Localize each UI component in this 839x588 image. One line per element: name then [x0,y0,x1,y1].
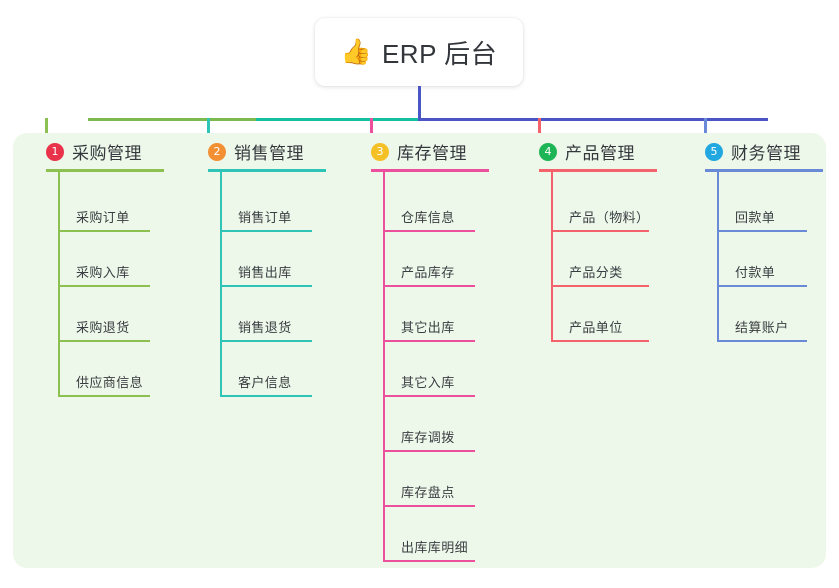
branch-leaf-label: 销售退货 [238,320,292,335]
branch-leaf-label: 产品分类 [569,265,623,280]
branch-leaf-label: 采购退货 [76,320,130,335]
branch-leaf-item[interactable]: 结算账户 [717,314,807,342]
branch-leaf-rule [58,285,150,287]
branch-leaf-rule [383,230,475,232]
branch-leaf-label: 采购订单 [76,210,130,225]
branch-leaf-item[interactable]: 仓库信息 [383,204,475,232]
branch-leaf-label: 库存调拨 [401,430,455,445]
connector-bar-segment-left [88,118,258,121]
branch-number-badge: 1 [46,142,64,161]
branch-leaf-rule [220,395,312,397]
branch-leaf-item[interactable]: 其它出库 [383,314,475,342]
connector-bar-segment-mid [256,118,420,121]
branch-header-2[interactable]: 2 销售管理 [208,139,304,164]
branch-header-1[interactable]: 1 采购管理 [46,139,142,164]
branch-leaf-rule [717,230,807,232]
branch-leaf-label: 其它出库 [401,320,455,335]
branch-leaf-label: 产品单位 [569,320,623,335]
branch-leaf-label: 回款单 [735,210,776,225]
branch-leaf-item[interactable]: 销售出库 [220,259,312,287]
branch-leaf-rule [383,285,475,287]
branch-leaf-label: 产品（物料） [569,210,650,225]
branch-title: 采购管理 [72,144,142,163]
branch-header-rule [208,169,326,172]
branch-leaf-rule [383,395,475,397]
branch-leaf-item[interactable]: 供应商信息 [58,369,150,397]
branch-number-badge: 2 [208,142,226,161]
branch-leaf-item[interactable]: 产品库存 [383,259,475,287]
branch-title: 产品管理 [565,144,635,163]
branch-leaf-label: 供应商信息 [76,375,144,390]
branch-spine [551,171,553,342]
branch-leaf-item[interactable]: 采购入库 [58,259,150,287]
branch-spine [383,171,385,562]
branch-leaf-item[interactable]: 销售订单 [220,204,312,232]
branch-leaf-item[interactable]: 采购退货 [58,314,150,342]
branch-leaf-rule [717,285,807,287]
branch-leaf-item[interactable]: 产品单位 [551,314,649,342]
branch-leaf-item[interactable]: 付款单 [717,259,807,287]
branch-header-rule [371,169,489,172]
branch-header-rule [46,169,164,172]
branch-spine [220,171,222,397]
branch-leaf-rule [551,340,649,342]
root-node-title: ERP 后台 [381,38,498,69]
branch-leaf-rule [551,230,649,232]
branch-header-rule [705,169,823,172]
branch-leaf-rule [383,560,475,562]
branch-leaf-label: 结算账户 [735,320,789,335]
branch-leaf-label: 采购入库 [76,265,130,280]
branch-leaf-rule [551,285,649,287]
mindmap-panel: 1 采购管理采购订单采购入库采购退货供应商信息 2 销售管理销售订单销售出库销售退货客… [13,133,826,568]
branch-leaf-item[interactable]: 客户信息 [220,369,312,397]
root-node[interactable]: 👍 ERP 后台 [315,18,523,86]
branch-header-rule [539,169,657,172]
branch-leaf-rule [58,230,150,232]
branch-title: 销售管理 [234,144,304,163]
branch-leaf-rule [58,340,150,342]
branch-leaf-item[interactable]: 出库库明细 [383,534,475,562]
branch-title: 财务管理 [731,144,801,163]
branch-title: 库存管理 [397,144,467,163]
branch-spine [717,171,719,342]
branch-leaf-rule [220,285,312,287]
branch-spine [58,171,60,397]
branch-leaf-item[interactable]: 销售退货 [220,314,312,342]
branch-header-4[interactable]: 4 产品管理 [539,139,635,164]
branch-leaf-item[interactable]: 产品（物料） [551,204,649,232]
branch-header-5[interactable]: 5 财务管理 [705,139,801,164]
branch-leaf-item[interactable]: 库存盘点 [383,479,475,507]
branch-leaf-rule [717,340,807,342]
branch-leaf-label: 客户信息 [238,375,292,390]
branch-header-3[interactable]: 3 库存管理 [371,139,467,164]
branch-leaf-label: 付款单 [735,265,776,280]
branch-number-badge: 5 [705,142,723,161]
branch-leaf-rule [220,340,312,342]
branch-number-badge: 4 [539,142,557,161]
branch-leaf-rule [220,230,312,232]
branch-leaf-label: 产品库存 [401,265,455,280]
thumbs-up-icon: 👍 [340,37,372,66]
branch-leaf-item[interactable]: 其它入库 [383,369,475,397]
branch-leaf-item[interactable]: 产品分类 [551,259,649,287]
branch-leaf-rule [383,340,475,342]
branch-leaf-label: 出库库明细 [401,540,469,555]
connector-bar-segment-right [418,118,768,121]
branch-leaf-label: 其它入库 [401,375,455,390]
root-trunk-connector [418,86,421,118]
branch-leaf-label: 库存盘点 [401,485,455,500]
branch-leaf-label: 销售订单 [238,210,292,225]
branch-leaf-rule [383,505,475,507]
branch-leaf-label: 销售出库 [238,265,292,280]
branch-leaf-rule [58,395,150,397]
branch-leaf-label: 仓库信息 [401,210,455,225]
branch-leaf-item[interactable]: 回款单 [717,204,807,232]
branch-leaf-item[interactable]: 采购订单 [58,204,150,232]
branch-leaf-rule [383,450,475,452]
branch-number-badge: 3 [371,142,389,161]
branch-leaf-item[interactable]: 库存调拨 [383,424,475,452]
